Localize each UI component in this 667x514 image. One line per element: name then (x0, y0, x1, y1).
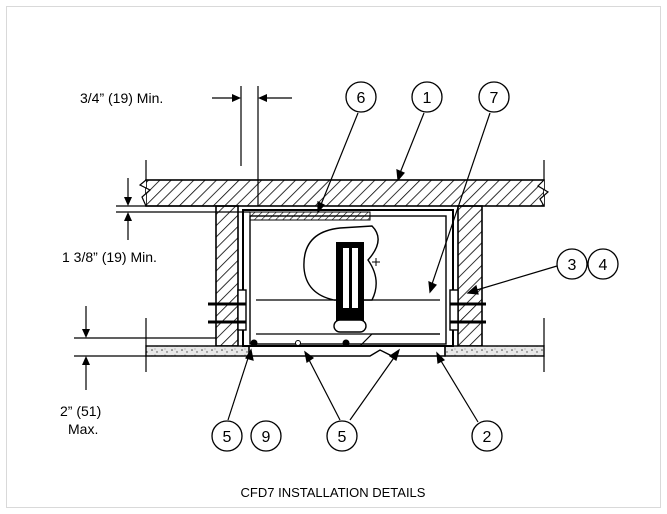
drawing-frame (6, 6, 661, 508)
svg-text:4: 4 (599, 257, 608, 274)
svg-text:7: 7 (490, 90, 499, 107)
ceiling-max-label-1: 2” (51) (60, 403, 101, 419)
callout-4: 4 (587, 248, 619, 280)
callout-2: 2 (471, 420, 503, 452)
dimension-side-gap: 1 3/8” (19) Min. (62, 178, 250, 265)
callout-1: 1 (411, 81, 443, 113)
svg-text:9: 9 (262, 429, 271, 446)
svg-text:1: 1 (423, 90, 432, 107)
svg-text:5: 5 (223, 429, 232, 446)
svg-text:3: 3 (568, 257, 577, 274)
callout-5b: 5 (326, 420, 358, 452)
caption: CFD7 INSTALLATION DETAILS (241, 485, 426, 500)
dimension-top-gap: 3/4” (19) Min. (80, 86, 292, 206)
callout-5a: 5 (211, 420, 243, 452)
dimension-ceiling-max: 2” (51) Max. (60, 306, 216, 437)
callout-7: 7 (478, 81, 510, 113)
ceiling-max-label-2: Max. (68, 421, 98, 437)
leader-lines (227, 112, 558, 423)
top-gap-label: 3/4” (19) Min. (80, 90, 163, 106)
callout-9: 9 (250, 420, 282, 452)
side-framing (215, 205, 483, 347)
fusible-link-assembly (303, 225, 440, 347)
svg-text:2: 2 (483, 429, 492, 446)
callout-6: 6 (345, 81, 377, 113)
svg-text:6: 6 (357, 90, 366, 107)
mounting-screws (208, 289, 486, 331)
structural-deck (138, 160, 550, 207)
callout-3: 3 (556, 248, 588, 280)
side-gap-label: 1 3/8” (19) Min. (62, 249, 157, 265)
svg-text:5: 5 (338, 429, 347, 446)
